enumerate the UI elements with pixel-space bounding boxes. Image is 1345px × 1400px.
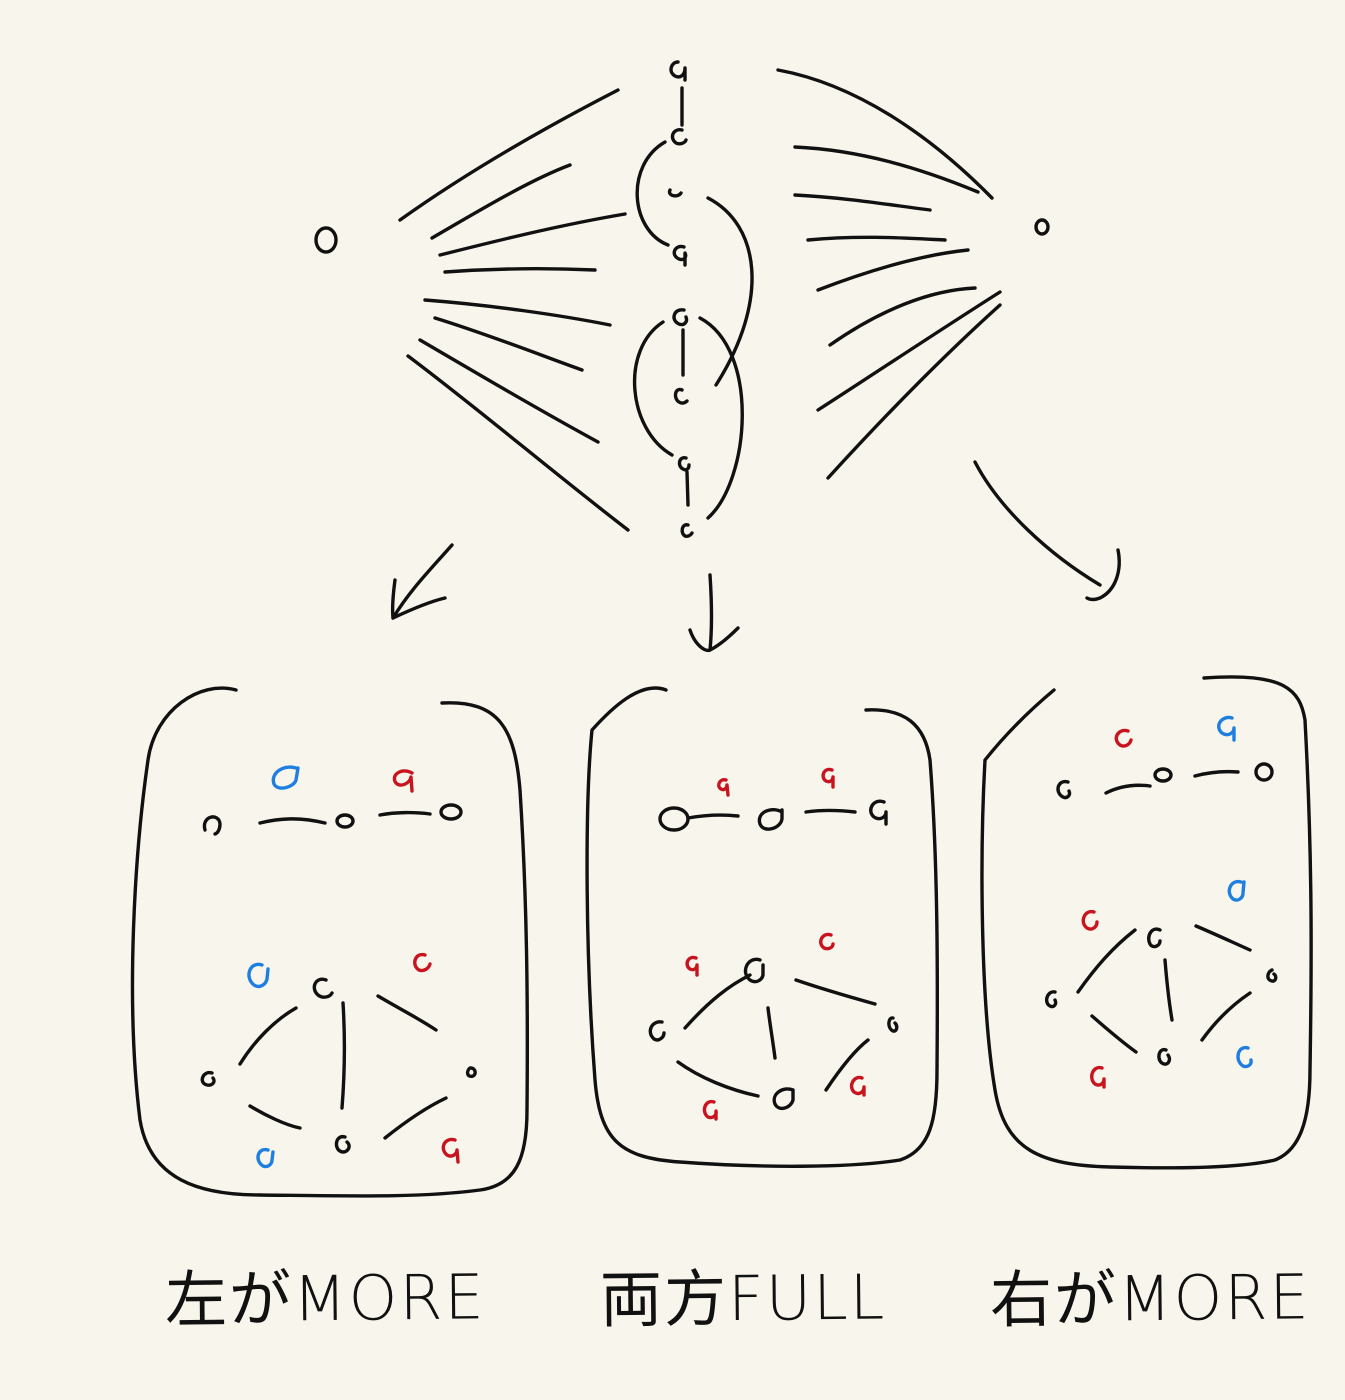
caption-both-full: 両方FULL (599, 1260, 887, 1337)
box-left-frame (130, 686, 530, 1198)
middle-column-nodes (667, 60, 694, 538)
arrows (390, 460, 1121, 653)
box-middle (585, 686, 940, 1168)
box-right-square-graph (1044, 879, 1278, 1089)
arrow-right (973, 460, 1121, 602)
caption-left-more: 左がMORE (164, 1260, 486, 1337)
box-right-frame (980, 675, 1313, 1170)
top-left-node (314, 226, 338, 254)
box-right (980, 675, 1313, 1170)
left-fan-lines (398, 88, 630, 532)
middle-column-curves (632, 140, 754, 520)
box-left-path-graph (202, 765, 463, 836)
box-middle-frame (585, 686, 940, 1168)
box-middle-square-graph (648, 932, 899, 1121)
box-left-square-graph (200, 952, 477, 1169)
top-diagram (314, 60, 1050, 538)
arrow-left (390, 543, 454, 620)
caption-right-more: 右がMORE (989, 1260, 1311, 1337)
box-middle-path-graph (658, 767, 888, 832)
box-left (130, 686, 530, 1198)
arrow-middle (688, 573, 740, 653)
right-fan-lines (776, 68, 1002, 480)
top-right-node (1034, 218, 1050, 236)
box-right-path-graph (1056, 715, 1274, 800)
